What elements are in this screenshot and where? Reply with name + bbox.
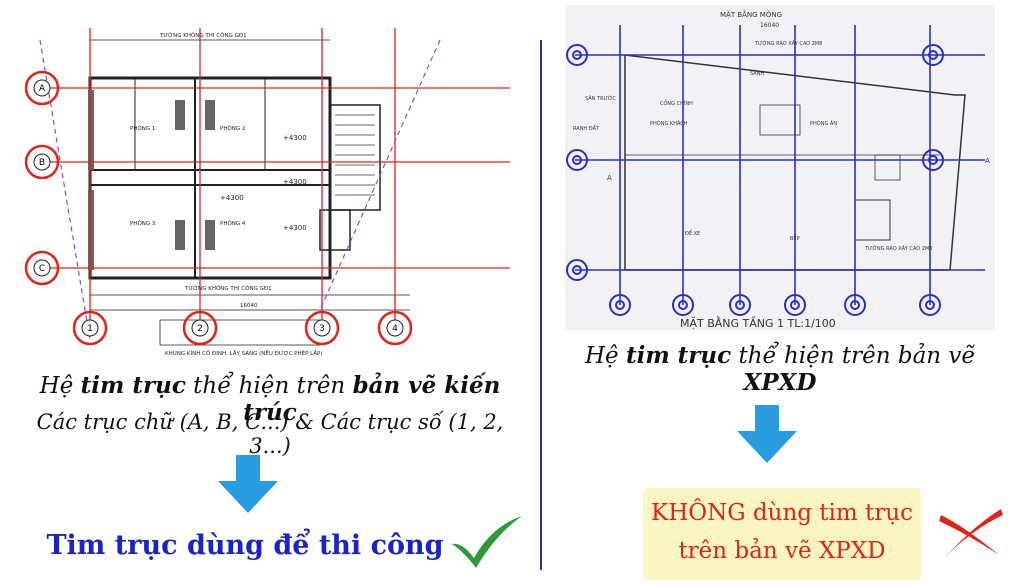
- columns: [88, 90, 215, 270]
- axis-bubble-a: A: [24, 70, 60, 106]
- fence-note: TƯỜNG RÀO XÂY CAO 2M8: [754, 40, 822, 47]
- red-axis-lines: [40, 28, 510, 328]
- plan-walls: [88, 39, 410, 346]
- right-result-box: KHÔNG dùng tim trục trên bản vẽ XPXD: [643, 488, 921, 580]
- permit-walls: [624, 54, 966, 271]
- total-dimension: 16040: [240, 303, 258, 309]
- fence-note-2: TƯỜNG RÀO XÂY CAO 2M8: [864, 245, 932, 252]
- permit-top-dimension: 16040: [760, 22, 779, 29]
- right-caption: Hệ tim trục thể hiện trên bản vẽ XPXD: [584, 342, 976, 396]
- svg-text:B: B: [39, 158, 45, 168]
- check-icon: [452, 516, 522, 568]
- room-2-label: PHÒNG 2: [220, 125, 245, 132]
- axis-bubble-c: C: [24, 250, 60, 286]
- column-divider: [540, 40, 542, 570]
- blue-axis-lines: [575, 25, 985, 305]
- permit-axis-a-right-label: A: [985, 157, 990, 165]
- svg-text:3: 3: [319, 324, 325, 334]
- kitchen-label: BẾP: [790, 234, 800, 242]
- right-result-line-1: KHÔNG dùng tim trục: [651, 500, 913, 526]
- svg-text:A: A: [39, 84, 46, 94]
- svg-text:4: 4: [392, 324, 398, 334]
- room-1-label: PHÒNG 1: [130, 125, 155, 132]
- axis-bubbles-right: [566, 44, 944, 316]
- axis-bubble-b: B: [24, 144, 60, 180]
- dining-room-label: PHÒNG ĂN: [810, 120, 837, 127]
- stairs: [335, 114, 375, 196]
- property-line-label: RANH ĐẤT: [573, 124, 600, 132]
- level-mark-2: +4300: [283, 178, 307, 186]
- axis-bubble-4: 4: [377, 310, 413, 346]
- level-mark-3: +4300: [283, 224, 307, 232]
- svg-text:C: C: [39, 264, 45, 274]
- garage-label: ĐỂ XE: [685, 229, 700, 237]
- down-arrow-left: [218, 455, 278, 513]
- level-mark-1: +4300: [283, 134, 307, 142]
- main-gate-label: CỔNG CHÍNH: [660, 99, 693, 107]
- left-caption-line-1: Hệ tim trục thể hiện trên bản vẽ kiến tr…: [39, 372, 501, 426]
- axis-bubble-3: 3: [304, 310, 340, 346]
- svg-text:1: 1: [87, 324, 93, 334]
- diagonal-axis-lines: [39, 39, 441, 341]
- room-4-label: PHÒNG 4: [220, 220, 246, 227]
- svg-text:2: 2: [197, 324, 203, 334]
- axis-bubbles-left: A B C 1 2 3 4: [24, 70, 413, 346]
- permit-plan-title: MẶT BẰNG TẦNG 1 TL:1/100: [680, 316, 836, 330]
- permit-top-title: MẶT BẰNG MÓNG: [720, 9, 782, 19]
- front-yard-label: SÂN TRƯỚC: [585, 95, 616, 102]
- bottom-wall-note: TƯỜNG KHÔNG THI CÔNG GĐ1: [184, 285, 272, 292]
- down-arrow-right: [737, 405, 797, 463]
- room-3-label: PHÒNG 3: [130, 220, 156, 227]
- right-result-line-2: trên bản vẽ XPXD: [678, 538, 886, 564]
- permit-floor-plan: MẶT BẰNG MÓNG 16040 PHÒNG KHÁCH PHÒNG ĂN…: [565, 5, 995, 330]
- architectural-floor-plan: PHÒNG 1 PHÒNG 2 PHÒNG 3 PHÒNG 4 +4300 +4…: [24, 28, 510, 357]
- permit-axis-a-label: A: [607, 174, 612, 182]
- axis-bubble-2: 2: [182, 310, 218, 346]
- level-mark-4: +4300: [220, 194, 244, 202]
- top-wall-note: TƯỜNG KHÔNG THI CÔNG GĐ1: [159, 32, 247, 39]
- living-room-label: PHÒNG KHÁCH: [650, 120, 688, 127]
- footer-note: KHUNG KÍNH CỐ ĐỊNH, LẤY SÁNG (NẾU ĐƯỢC P…: [165, 349, 322, 357]
- left-result-text: Tim trục dùng để thi công: [46, 530, 444, 561]
- left-caption-line-2: Các trục chữ (A, B, C...) & Các trục số …: [36, 410, 504, 458]
- entry-label: SẢNH: [750, 69, 764, 77]
- axis-bubble-1: 1: [72, 310, 108, 346]
- cross-icon: [939, 509, 1003, 557]
